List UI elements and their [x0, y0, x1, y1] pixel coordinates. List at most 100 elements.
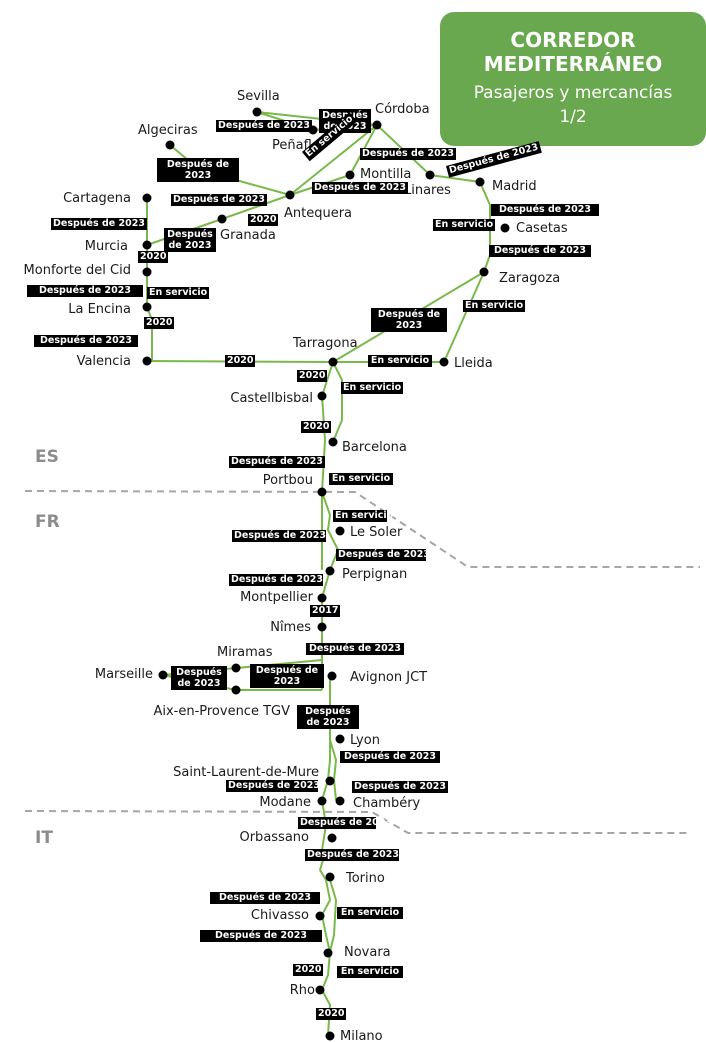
dot-perpignan: [325, 566, 335, 576]
title-line-1: CORREDOR: [510, 28, 636, 52]
city-montilla: Montilla: [360, 167, 412, 182]
title-box: CORREDOR MEDITERRÁNEO Pasajeros y mercan…: [440, 12, 706, 146]
dot-avignon: [327, 671, 337, 681]
dot-valencia: [142, 356, 152, 366]
dot-barcelona: [328, 437, 338, 447]
dot-milano: [325, 1031, 335, 1041]
city-lyon: Lyon: [350, 733, 380, 748]
city-tarragona: Tarragona: [293, 336, 358, 351]
border-es-fr: [24, 490, 700, 568]
dot-montpellier: [317, 593, 327, 603]
country-es: ES: [35, 447, 59, 467]
city-algeciras: Algeciras: [138, 123, 198, 138]
tag-lesoler-perpignan-right: Después de 2023: [336, 549, 430, 561]
dot-lyon: [335, 734, 345, 744]
dot-montilla: [345, 170, 355, 180]
line-tarragona-barcelona: [332, 361, 343, 443]
city-novara: Novara: [344, 945, 391, 960]
dot-antequera: [285, 190, 295, 200]
line-lyon-stlaurent: [329, 739, 337, 801]
line-portbou-lesoler: [321, 491, 339, 571]
tag-sevilla-penaflor: Después de 2023: [216, 120, 312, 132]
title-subtitle: Pasajeros y mercancías: [473, 83, 673, 103]
dot-la-encina: [142, 302, 152, 312]
dot-casetas: [500, 223, 510, 233]
tag-torino-chivasso-service: En servicio: [337, 907, 403, 919]
city-chivasso: Chivasso: [250, 908, 309, 923]
city-granada: Granada: [220, 228, 276, 243]
tag-montilla-antequera: Después de 2023: [312, 182, 408, 194]
dot-novara: [323, 948, 333, 958]
tag-marseille-miramas: Después de 2023: [171, 666, 227, 690]
city-perpignan: Perpignan: [342, 567, 408, 582]
tag-nimes-avignon: Después de 2023: [306, 643, 404, 655]
dot-portbou: [317, 487, 327, 497]
city-cordoba: Córdoba: [375, 102, 430, 117]
city-lleida: Lleida: [454, 356, 493, 371]
city-la-encina: La Encina: [68, 302, 131, 317]
country-it: IT: [35, 828, 53, 848]
city-avignon: Avignon JCT: [350, 670, 428, 685]
tag-encina-valencia-2020: 2020: [144, 317, 175, 329]
city-marseille: Marseille: [94, 667, 153, 682]
line-encina-valencia: [146, 306, 153, 361]
dot-sevilla: [252, 107, 262, 117]
tag-torino-chivasso: Después de 2023: [210, 892, 320, 904]
tag-novara-rho: 2020: [293, 964, 324, 976]
dot-zaragoza: [479, 267, 489, 277]
line-antequera-granada: [221, 194, 291, 220]
tag-perpignan-montpellier: Después de 2023: [229, 574, 323, 586]
tag-monforte-encina: Después de 2023: [27, 285, 143, 297]
tag-lyon-stlaurent: Después de 2023: [340, 751, 440, 763]
tag-monforte-encina-service: En servicio: [147, 287, 210, 299]
city-cartagena: Cartagena: [63, 191, 131, 206]
line-castellbisbal-barcelona: [321, 395, 326, 441]
title-line-2: MEDITERRÁNEO: [483, 52, 663, 76]
tag-modane-orbassano: Después de 2023: [298, 817, 392, 829]
tag-tarragona-castellbisbal-service: En servicio: [341, 382, 404, 394]
line-tarragona-castellbisbal: [321, 361, 334, 397]
dot-orbassano: [327, 833, 337, 843]
tag-lesoler-perpignan: Después de 2023: [232, 530, 326, 542]
city-madrid: Madrid: [492, 179, 537, 194]
tag-stlaurent-chambery: Después de 2023: [352, 781, 448, 793]
tag-orbassano-torino: Después de 2023: [305, 849, 399, 861]
city-murcia: Murcia: [84, 239, 128, 254]
dot-monforte: [142, 267, 152, 277]
city-miramas: Miramas: [217, 645, 273, 660]
tag-cordoba-montilla: Después de 2023: [360, 148, 456, 160]
city-montpellier: Montpellier: [240, 590, 313, 605]
city-antequera: Antequera: [284, 206, 353, 221]
tag-barcelona-portbou: Después de 2023: [229, 456, 325, 468]
dot-algeciras: [165, 140, 175, 150]
line-zaragoza-lleida: [443, 271, 485, 363]
tag-montpellier-nimes: 2017: [310, 605, 341, 617]
tag-novara-rho-service: En servicio: [337, 966, 403, 978]
tag-portbou-service: En servicio: [329, 473, 393, 485]
dot-miramas: [231, 663, 241, 673]
border-lines: [24, 490, 700, 834]
city-valencia: Valencia: [76, 354, 131, 369]
tag-encina-valencia: Después de 2023: [34, 335, 138, 347]
city-chambery: Chambéry: [353, 796, 421, 811]
tag-zaragoza-tarragona: Después de 2023: [371, 308, 447, 332]
city-saint-laurent: Saint-Laurent-de-Mure: [173, 765, 319, 780]
tag-casetas-zaragoza: Después de 2023: [489, 245, 591, 257]
line-torino-branch: [319, 849, 331, 953]
tag-tarragona-castellbisbal: 2020: [297, 370, 328, 382]
tag-cartagena-murcia: Después de 2023: [51, 218, 147, 230]
dot-cartagena: [142, 193, 152, 203]
dot-rho: [315, 985, 325, 995]
city-milano: Milano: [340, 1029, 383, 1042]
tag-granada-antequera: 2020: [248, 214, 279, 226]
dot-chivasso: [315, 911, 325, 921]
tag-zaragoza-lleida: En servicio: [463, 300, 526, 312]
dot-nimes: [317, 622, 327, 632]
city-orbassano: Orbassano: [239, 830, 309, 845]
dot-cordoba: [372, 120, 382, 130]
line-cordoba-antequera: [289, 124, 378, 196]
dot-granada: [217, 214, 227, 224]
tag-castellbisbal-barcelona: 2020: [301, 421, 332, 433]
city-portbou: Portbou: [262, 473, 313, 488]
city-aix: Aix-en-Provence TGV: [153, 704, 290, 719]
